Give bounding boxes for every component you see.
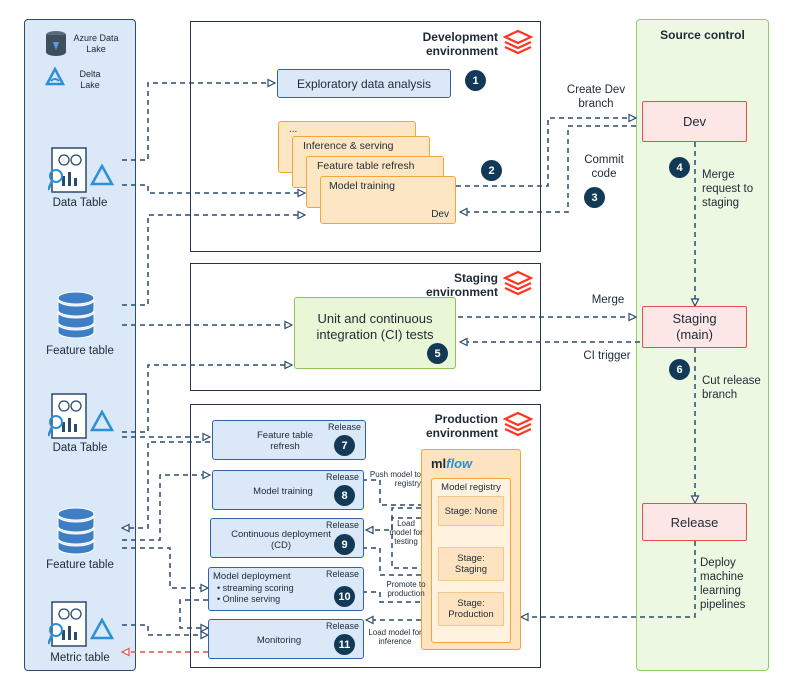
deployment-title: Model deployment (213, 571, 291, 582)
stage-none-box: Stage: None (438, 496, 504, 526)
deployment-bullet-1-text: streaming scoring (222, 583, 294, 593)
delta-lake-icon (45, 67, 65, 86)
exploratory-data-analysis-box: Exploratory data analysis (277, 69, 451, 98)
commit-code-label: Commit code (584, 154, 624, 180)
stack-inference-label: Inference & serving (303, 140, 394, 152)
dev-env-title: Development environment (422, 30, 498, 58)
stack-card-model-training: Model training Dev (320, 176, 456, 224)
databricks-logo-icon (503, 29, 533, 55)
databricks-logo-icon (503, 411, 533, 437)
stage-staging-box: Stage: Staging (438, 547, 504, 581)
prod-env-title: Production environment (425, 412, 498, 440)
data-table-label-2: Data Table (52, 442, 108, 454)
step-7-badge: 7 (334, 435, 355, 456)
deployment-bullet-2-text: Online serving (222, 594, 281, 604)
staging-env-title: Staging environment (425, 271, 498, 299)
step-10-badge: 10 (334, 586, 355, 607)
staging-branch-box: Staging (main) (642, 306, 747, 348)
azure-data-lake-icon (46, 31, 66, 56)
cut-release-label: Cut release branch (702, 375, 761, 401)
source-control-title: Source control (660, 28, 745, 42)
azure-data-lake-label: Azure Data Lake (73, 33, 119, 54)
release-tag: Release (325, 569, 359, 579)
dev-branch-box: Dev (642, 101, 747, 142)
feature-refresh-label: Feature table refresh (257, 430, 313, 452)
deployment-bullet-2: • Online serving (217, 594, 281, 604)
step-4-badge: 4 (669, 157, 690, 178)
release-tag: Release (325, 520, 359, 530)
release-tag: Release (325, 621, 359, 631)
step-11-badge: 11 (334, 634, 355, 655)
stack-dev-label: Dev (431, 209, 449, 220)
release-tag: Release (327, 422, 361, 432)
ci-trigger-label: CI trigger (583, 350, 631, 362)
step-5-badge: 5 (427, 343, 448, 364)
database-icon (57, 507, 95, 555)
stage-production-box: Stage: Production (438, 592, 504, 626)
data-table-icon (48, 393, 115, 439)
deploy-pipelines-label: Deploy machine learning pipelines (700, 557, 746, 611)
merge-request-label: Merge request to staging (702, 169, 754, 209)
mlflow-flow-text: flow (446, 456, 473, 471)
release-tag: Release (325, 472, 359, 482)
model-registry-label: Model registry (441, 482, 501, 493)
step-8-badge: 8 (334, 485, 355, 506)
step-2-badge: 2 (481, 160, 502, 181)
metric-table-icon (48, 601, 115, 647)
metric-table-label: Metric table (50, 652, 110, 664)
databricks-logo-icon (503, 270, 533, 296)
stack-model-label: Model training (329, 180, 395, 192)
mlflow-logo: mlflow (431, 456, 472, 471)
step-9-badge: 9 (334, 534, 355, 555)
cd-label: Continuous deployment (CD) (231, 529, 331, 551)
load-inference-note: Load model for inference (368, 628, 422, 646)
data-sources-panel (24, 19, 136, 671)
monitoring-label: Monitoring (256, 635, 302, 646)
data-table-label-1: Data Table (52, 197, 108, 209)
load-testing-note: Load model for testing (389, 519, 423, 546)
step-1-badge: 1 (465, 70, 486, 91)
model-training-label: Model training (253, 486, 313, 497)
mlflow-ml-text: ml (431, 456, 447, 471)
stack-feature-label: Feature table refresh (317, 160, 415, 172)
database-icon (57, 291, 95, 339)
stack-dots-label: ... (289, 124, 298, 135)
step-3-badge: 3 (584, 187, 605, 208)
feature-table-label-2: Feature table (46, 559, 114, 571)
push-model-note: Push model to registry (369, 470, 421, 488)
release-branch-box: Release (642, 503, 747, 541)
merge-label: Merge (591, 294, 625, 306)
feature-table-label-1: Feature table (46, 345, 114, 357)
promote-note: Promote to production (386, 580, 426, 598)
deployment-bullet-1: • streaming scoring (217, 583, 294, 593)
step-6-badge: 6 (669, 359, 690, 380)
data-table-icon (48, 147, 115, 193)
create-dev-branch-label: Create Dev branch (566, 84, 626, 110)
delta-lake-label: Delta Lake (79, 69, 101, 90)
